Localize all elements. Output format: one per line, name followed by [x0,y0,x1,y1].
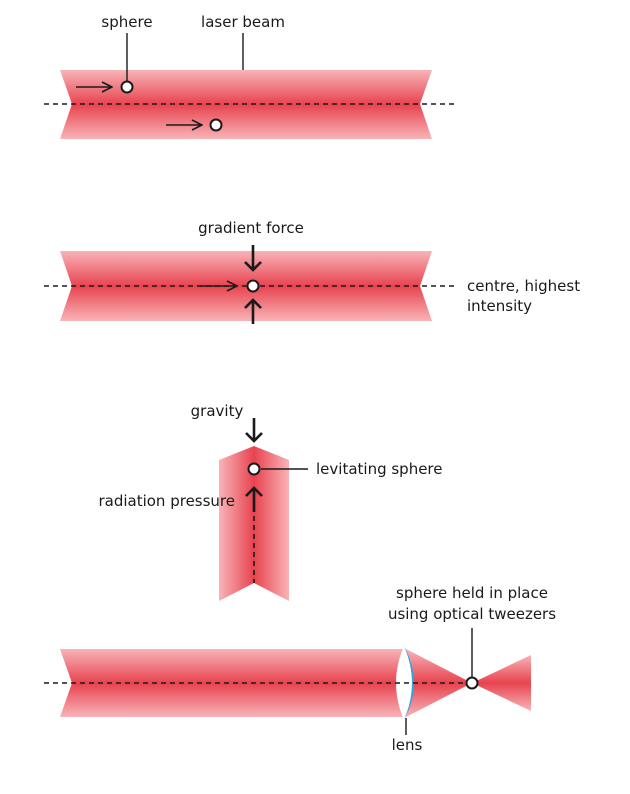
sphere-icon [247,462,261,476]
panel-2-gradient-force: gradient force centre, highest intensity [44,219,580,324]
label-radiation-pressure: radiation pressure [98,492,235,510]
diverging-beam-cone [472,655,531,711]
label-gravity: gravity [191,402,244,420]
down-arrow-icon [245,418,263,443]
label-lens: lens [392,736,423,754]
label-held-line1: sphere held in place [396,584,548,602]
converging-beam-cone [406,649,472,717]
up-arrow-icon [245,486,263,512]
label-sphere: sphere [101,13,152,31]
up-arrow-icon [244,298,262,324]
label-centre-line2: intensity [467,297,532,315]
panel-3-levitation: gravity levitating sphere radiation pres… [98,402,443,601]
panel-1-sphere-in-beam: sphere laser beam [44,13,456,139]
sphere-icon [246,279,260,293]
sphere-icon [209,118,223,132]
sphere-icon [120,80,134,94]
panel-4-optical-tweezers: sphere held in place using optical tweez… [44,584,556,754]
label-gradient-force: gradient force [198,219,304,237]
label-levitating-sphere: levitating sphere [316,460,443,478]
down-arrow-icon [244,245,262,272]
label-centre-line1: centre, highest [467,277,580,295]
sphere-icon [465,676,479,690]
laser-beam-vertical [219,446,289,601]
label-laser-beam: laser beam [201,13,285,31]
label-held-line2: using optical tweezers [388,605,556,623]
